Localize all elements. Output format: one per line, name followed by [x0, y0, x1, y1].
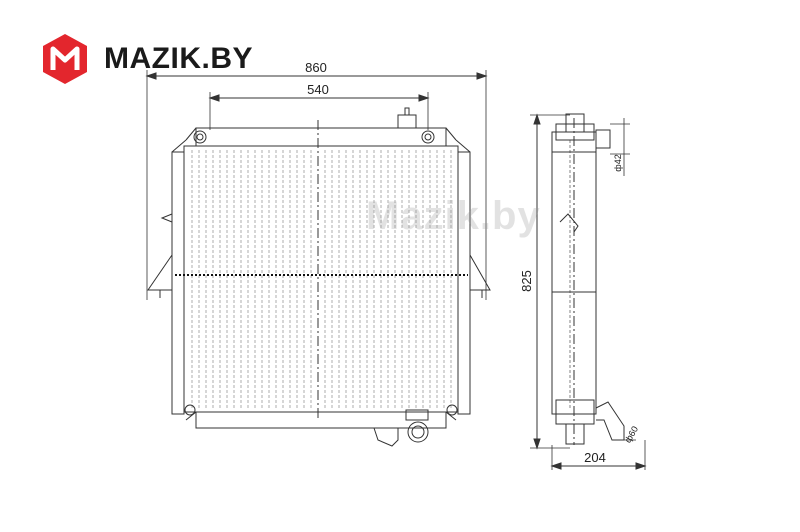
- top-tank: [195, 127, 447, 147]
- dim-label-860: 860: [305, 60, 327, 75]
- outlet-elbow: [595, 401, 625, 441]
- dim-label-825: 825: [519, 270, 534, 292]
- dim-label-540: 540: [307, 82, 329, 97]
- mount-hole-right: [421, 130, 435, 144]
- side-bracket-right: [457, 151, 471, 415]
- filler-cap: [397, 114, 417, 129]
- dim-label-outlet-diameter: ф60: [623, 424, 640, 444]
- drain-valve: [373, 427, 399, 447]
- side-bottom-pipe: [565, 423, 585, 445]
- brand-logo[interactable]: MAZIK.BY: [38, 32, 253, 86]
- mount-hole-left: [193, 130, 207, 144]
- core-fins: [191, 150, 452, 408]
- bottom-tank: [195, 411, 447, 429]
- watermark: Mazik.by: [366, 194, 541, 238]
- dim-label-204: 204: [584, 450, 606, 465]
- inlet-pipe: [595, 129, 611, 149]
- radiator-core: [183, 145, 459, 413]
- outlet-pipe: [407, 421, 429, 443]
- brand-name: MAZIK.BY: [104, 42, 253, 75]
- dim-label-inlet-diameter: ф42: [613, 154, 623, 171]
- mazik-logo-icon: [43, 34, 87, 84]
- side-top-pipe: [565, 113, 585, 133]
- side-bracket-left: [171, 151, 185, 415]
